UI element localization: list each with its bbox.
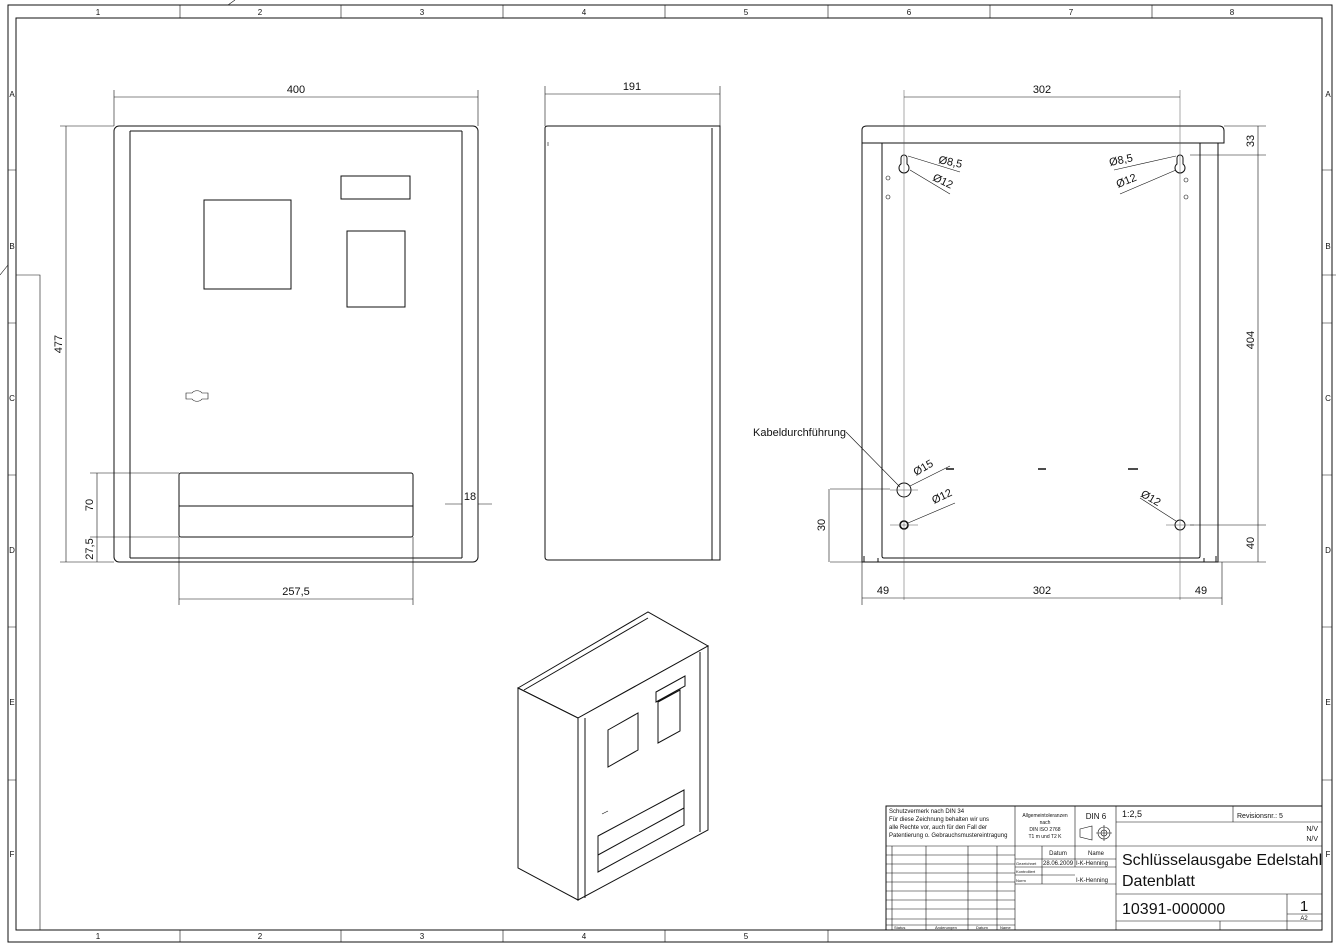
row-labels-left: A B C D E F	[9, 90, 15, 859]
changes-header: Datum	[976, 925, 988, 930]
column-header-name: Name	[1088, 851, 1105, 857]
dim-drawer-width: 257,5	[282, 586, 310, 598]
cable-entry-label: Kabeldurchführung	[753, 427, 846, 439]
dim-height: 477	[53, 335, 65, 353]
norm-name: I-K-Henning	[1076, 878, 1108, 884]
scale: 1:2,5	[1122, 809, 1142, 819]
row-label: F	[10, 850, 15, 859]
drawing-title: Schlüsselausgabe Edelstahl	[1122, 852, 1322, 869]
title-block: Schutzvermerk nach DIN 34 Für diese Zeic…	[885, 805, 1323, 931]
column-label: 5	[744, 8, 749, 17]
hole-label: Ø15	[912, 458, 936, 479]
projection-symbol-icon	[1079, 825, 1112, 841]
keypad-window	[346, 230, 406, 308]
protection-note: Schutzvermerk nach DIN 34	[889, 809, 965, 815]
dim-rail: 18	[464, 491, 476, 503]
sheet-format: A2	[1300, 916, 1308, 922]
column-label: 7	[1069, 8, 1074, 17]
changes-header: Änderungen	[935, 925, 957, 930]
dim-bottom-offset: 40	[1245, 537, 1257, 549]
column-label: 1	[96, 932, 101, 941]
hole-label: Ø8,5	[937, 154, 963, 171]
tolerance-note: nach	[1040, 820, 1051, 826]
protection-note: Patentierung o. Gebrauchsmustereintragun…	[889, 833, 1007, 839]
norm-label: Norm	[1016, 878, 1026, 883]
column-label: 2	[258, 932, 263, 941]
row-label: B	[9, 242, 14, 251]
checked-label: Kontrolliert	[1016, 869, 1036, 874]
dim-cable-height: 30	[816, 519, 828, 531]
nv-2: N/V	[1306, 836, 1318, 843]
column-label: 3	[420, 8, 425, 17]
side-view: 191	[544, 81, 721, 561]
dim-right: 49	[1195, 585, 1207, 597]
dim-hole-spacing-top: 302	[1033, 84, 1051, 96]
row-label: E	[9, 698, 14, 707]
tolerance-note: DIN ISO 2768	[1029, 827, 1060, 833]
revision: Revisionsnr.: 5	[1237, 813, 1283, 820]
row-label: C	[9, 394, 15, 403]
row-label: B	[1325, 242, 1330, 251]
tolerance-note: Allgemeintoleranzen	[1022, 813, 1068, 819]
dim-bottom: 27,5	[84, 538, 96, 559]
drawing-number: 10391-000000	[1122, 901, 1225, 918]
hole-label: Ø12	[1139, 488, 1163, 509]
column-header-date: Datum	[1049, 851, 1067, 857]
column-label: 8	[1230, 8, 1235, 17]
dim-depth: 191	[623, 81, 641, 93]
drawn-label: Gezeichnet	[1016, 861, 1037, 866]
column-label: 6	[907, 8, 912, 17]
column-labels-top: 1 2 3 4 5 6 7 8	[96, 8, 1235, 17]
changes-header: Name	[1000, 925, 1011, 930]
dim-drawer-height: 70	[84, 499, 96, 511]
dim-width: 400	[287, 84, 305, 96]
column-label: 5	[744, 932, 749, 941]
hole-label: Ø12	[930, 487, 954, 507]
front-view: 400 477 70 27,5 18 257,5	[53, 84, 492, 605]
rear-view: 302 33 404 40 30 49 302 49 Ø8,5 Ø12 Ø8,5…	[753, 84, 1266, 605]
protection-note: Für diese Zeichnung behalten wir uns	[889, 817, 989, 823]
column-label: 2	[258, 8, 263, 17]
hole-label: Ø8,5	[1108, 152, 1134, 169]
dim-hole-spacing-bottom: 302	[1033, 585, 1051, 597]
hole-label: Ø12	[931, 172, 955, 192]
dim-top-offset: 33	[1245, 135, 1257, 147]
row-label: A	[9, 90, 15, 99]
nv-1: N/V	[1306, 826, 1318, 833]
drawer	[178, 472, 414, 538]
display-slot	[340, 175, 411, 200]
column-labels-bottom: 1 2 3 4 5	[96, 932, 749, 941]
column-label: 1	[96, 8, 101, 17]
column-label: 4	[582, 8, 587, 17]
drawn-date: 28.06.2009	[1043, 861, 1074, 867]
drawn-name: I-K-Henning	[1076, 861, 1108, 867]
row-labels-right: A B C D E F	[1325, 90, 1331, 859]
tolerance-note: T1 m und T2 K	[1029, 834, 1063, 840]
dim-left: 49	[877, 585, 889, 597]
sheet-number: 1	[1300, 898, 1308, 915]
drawing-subtitle: Datenblatt	[1122, 873, 1195, 890]
row-label: C	[1325, 394, 1331, 403]
row-label: D	[9, 546, 15, 555]
keyhole-icon	[185, 390, 209, 402]
dim-vertical-spacing: 404	[1245, 331, 1257, 349]
column-label: 4	[582, 932, 587, 941]
row-label: F	[1326, 850, 1331, 859]
column-label: 3	[420, 932, 425, 941]
display-window	[203, 199, 292, 290]
din-label: DIN 6	[1086, 812, 1107, 821]
row-label: E	[1325, 698, 1330, 707]
row-label: A	[1325, 90, 1331, 99]
row-label: D	[1325, 546, 1331, 555]
isometric-view	[516, 611, 710, 901]
changes-header: Status	[894, 925, 905, 930]
protection-note: alle Rechte vor, auch für den Fall der	[889, 825, 987, 831]
